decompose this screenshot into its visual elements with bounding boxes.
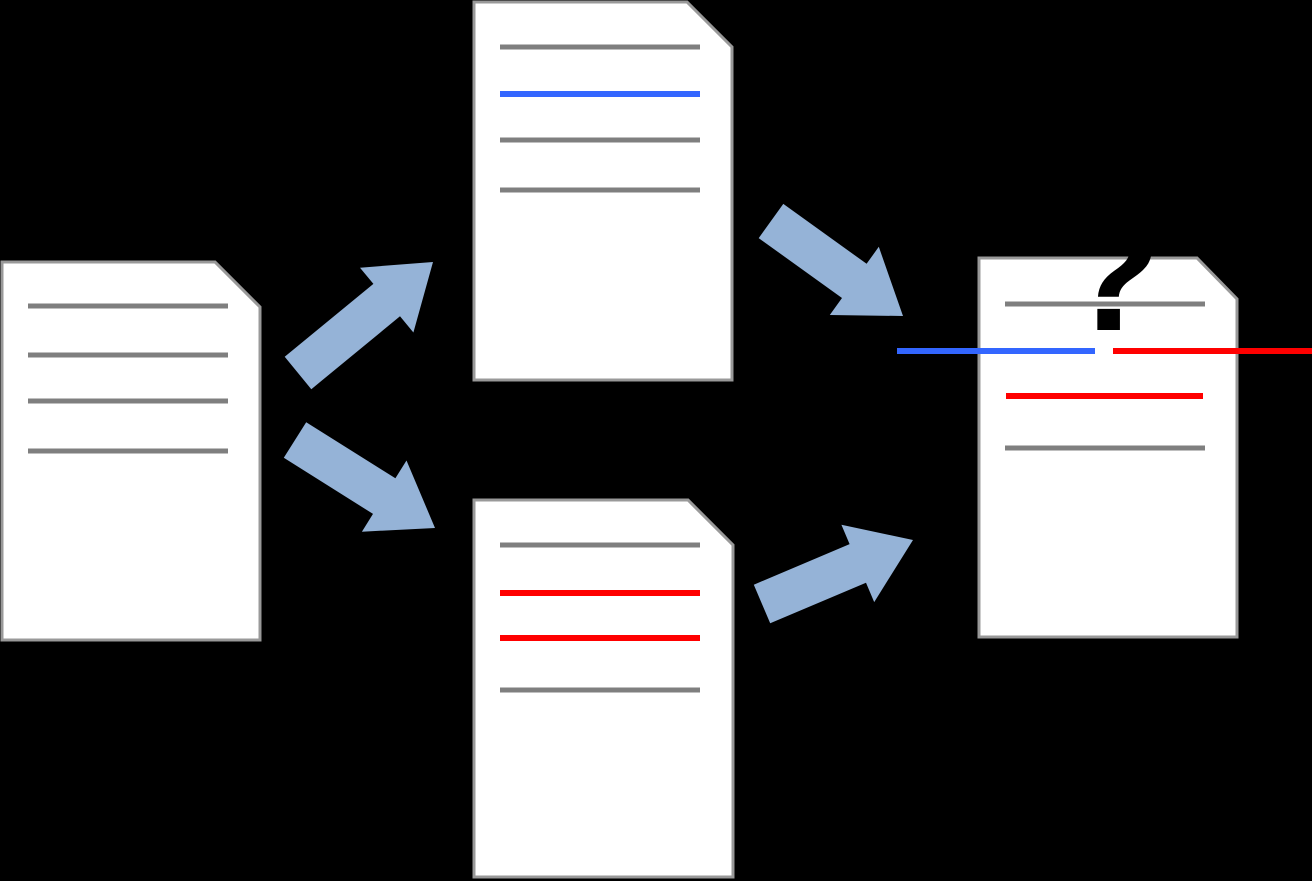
arrow-red-copy-to-merged — [753, 524, 913, 624]
arrow-original-to-red-copy — [283, 422, 435, 532]
arrow-blue-copy-to-merged — [758, 203, 903, 316]
copy-with-blue-change — [472, 0, 734, 382]
conflict-question-mark: ? — [1063, 185, 1161, 364]
arrow-original-to-blue-copy — [284, 262, 433, 390]
flow-arrows — [283, 203, 913, 624]
copy-with-red-changes — [472, 498, 735, 879]
original-document — [0, 260, 262, 642]
